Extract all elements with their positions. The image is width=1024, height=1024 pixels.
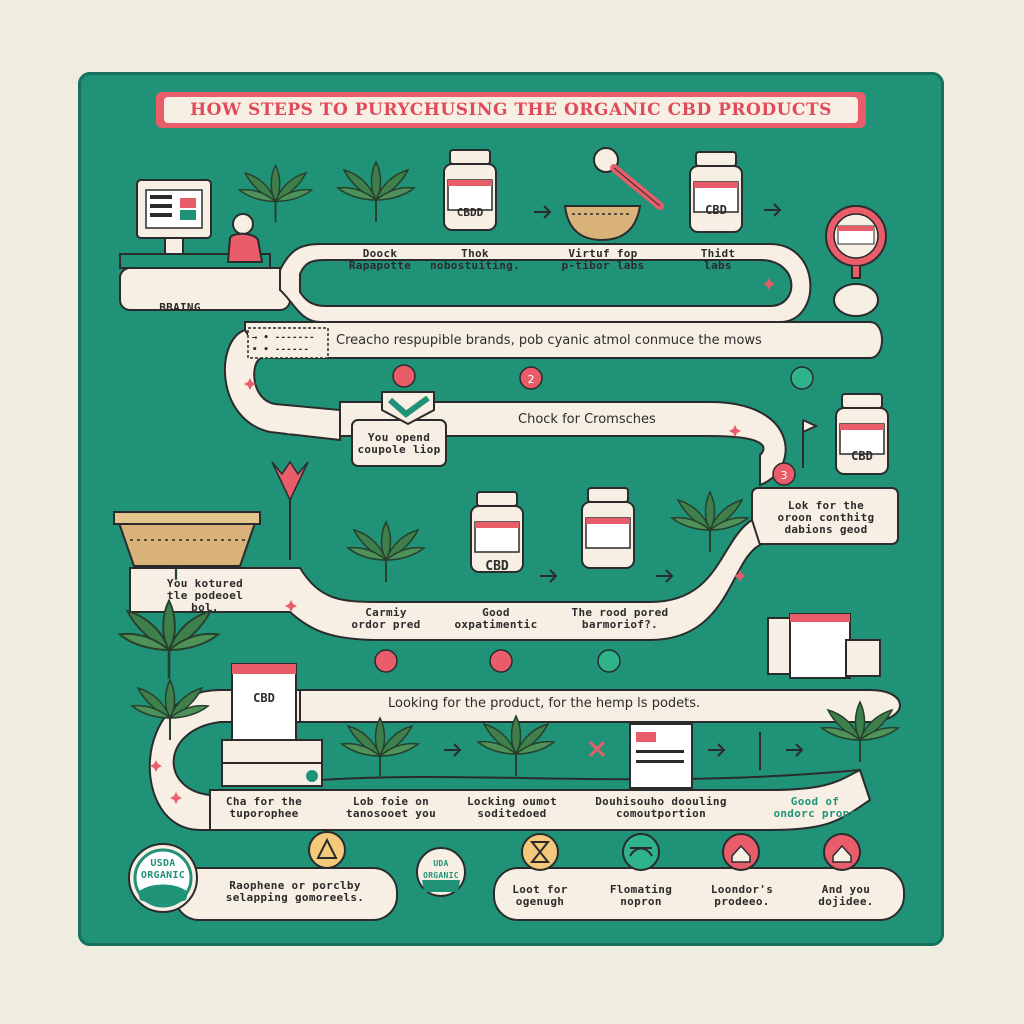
cannabis-leaf-icon <box>337 161 415 223</box>
bridge-icon <box>622 833 660 871</box>
step-label: Good oxpatimentic <box>454 606 538 631</box>
jar-label: CBD <box>485 559 509 574</box>
step-label: Lob foie on tanosooet you <box>346 795 436 820</box>
usda-organic-badge-icon <box>416 847 466 897</box>
step-label: You opend coupole liop <box>357 431 441 456</box>
step-number: 2 <box>528 373 535 386</box>
person-icon <box>226 213 264 263</box>
potted-plant-icon <box>113 511 261 680</box>
arrow-right-icon <box>539 569 557 583</box>
computer-icon <box>119 179 271 269</box>
title-banner: HOW STEPS TO PURYCHUSING THE ORGANIC CBD… <box>156 92 866 128</box>
step-label: The rood pored barmoriof?. <box>571 606 669 631</box>
report-document-icon <box>629 723 693 789</box>
step-label: Good of ondorc prope <box>773 795 857 820</box>
arrow-right-icon <box>763 203 781 217</box>
badge-text: USDA ORGANIC <box>140 858 186 881</box>
step-marker <box>392 364 416 388</box>
mortar-bowl-icon <box>563 147 664 242</box>
step-label: Carmiy ordor pred <box>351 606 421 631</box>
certified-badge-icon <box>825 205 887 317</box>
step-label: Flomating nopron <box>609 883 673 908</box>
cannabis-leaf-icon <box>477 715 555 777</box>
flag-icon <box>802 419 819 468</box>
looking-label: Looking for the product, for the hemp ls… <box>388 696 701 711</box>
step-marker <box>772 462 796 486</box>
cbd-jar-icon <box>689 151 743 233</box>
cannabis-leaf-icon <box>131 679 209 741</box>
step-marker <box>790 366 814 390</box>
cross-icon <box>588 740 606 758</box>
step-label: Thidt labs <box>700 247 736 272</box>
hanger-icon <box>308 831 346 869</box>
jar-label: CBD <box>253 691 275 705</box>
jar-label: CBD <box>705 203 727 217</box>
research-label: Creacho respupible brands, pob cyanic at… <box>336 333 762 348</box>
step-label: Loot for ogenugh <box>512 883 568 908</box>
arrow-right-icon <box>443 743 461 757</box>
cbd-label-document-icon <box>221 663 323 787</box>
cbd-jar-icon <box>581 487 635 569</box>
flower-icon <box>271 414 309 560</box>
step-label: Thok nobostuiting. <box>430 247 520 272</box>
step-label: Virtuf fop p-tibor labs <box>561 247 645 272</box>
step-label: Cha for the tuporophee <box>225 795 303 820</box>
arrow-right-icon <box>785 743 803 757</box>
arrow-right-icon <box>533 205 551 219</box>
step-label: BBAING <box>159 301 201 314</box>
arrow-right-icon <box>655 569 673 583</box>
badge-text: UDA ORGANIC <box>423 859 459 880</box>
step-label: Locking oumot soditedoed <box>467 795 557 820</box>
cannabis-leaf-icon <box>238 164 313 224</box>
step-marker <box>519 366 543 390</box>
arrow-right-icon <box>707 743 725 757</box>
step-label: Raophene or porclby selapping gomoreels. <box>225 879 365 904</box>
step-marker <box>489 649 513 673</box>
jar-label: CBD <box>851 449 873 463</box>
page-title: HOW STEPS TO PURYCHUSING THE ORGANIC CBD… <box>164 97 858 123</box>
step-label: You kotured tle podeoel bol. <box>166 577 244 614</box>
step-label: Chock for Cromsches <box>518 412 656 427</box>
cannabis-leaf-icon <box>341 717 419 779</box>
sticker-text: → • ------- • • ------ <box>252 333 315 355</box>
step-label: Doock Rapapotte <box>348 247 412 272</box>
step-label: And you dojidee. <box>818 883 874 908</box>
step-number: 3 <box>781 469 788 482</box>
cannabis-leaf-icon <box>347 521 425 583</box>
step-label: Douhisouho doouling comoutportion <box>595 795 727 820</box>
step-label: Lok for the oroon conthitg dabions geod <box>777 499 875 536</box>
step-marker <box>597 649 621 673</box>
sticker-note <box>247 327 329 359</box>
step-marker <box>374 649 398 673</box>
usda-organic-badge-icon <box>128 843 198 913</box>
checkmark-icon <box>351 391 447 467</box>
step-label: Loondor's prodeeo. <box>710 883 774 908</box>
jar-label: CBDD <box>457 206 484 219</box>
documents-icon <box>767 613 881 679</box>
